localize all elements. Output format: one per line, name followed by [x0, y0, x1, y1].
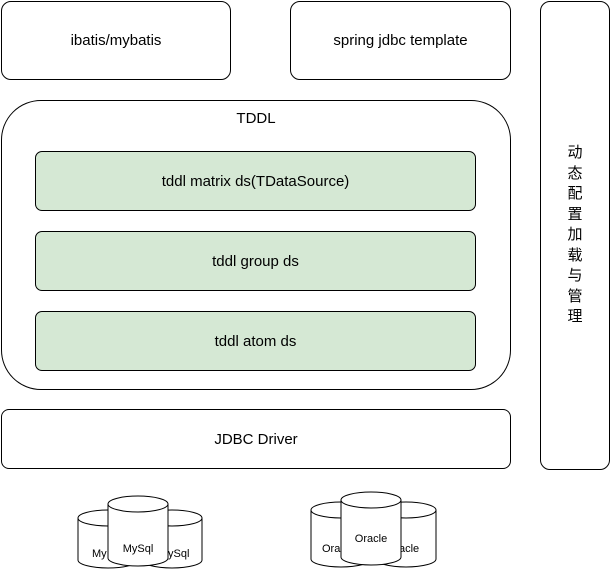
side-panel-char: 配 — [567, 185, 583, 203]
side-panel-char: 理 — [567, 308, 583, 326]
tddl-matrix-ds-box: tddl matrix ds(TDataSource) — [35, 151, 476, 211]
side-panel-char: 加 — [567, 226, 583, 244]
oracle-right-label: acle — [399, 543, 419, 555]
jdbc-driver-label: JDBC Driver — [214, 430, 298, 448]
mysql-right-label: ySql — [168, 548, 189, 560]
side-panel-char: 动 — [567, 144, 583, 162]
oracle-center-label: Oracle — [355, 533, 387, 545]
tddl-matrix-ds-label: tddl matrix ds(TDataSource) — [161, 172, 350, 190]
jdbc-driver-box: JDBC Driver — [1, 409, 511, 469]
tddl-group-ds-label: tddl group ds — [212, 252, 299, 270]
side-panel-char: 与 — [567, 267, 583, 285]
tddl-title: TDDL — [236, 110, 276, 127]
tddl-atom-ds-label: tddl atom ds — [214, 332, 297, 350]
dynamic-config-label: 动态配置加载与管理 — [567, 143, 582, 328]
side-panel-char: 管 — [567, 287, 583, 305]
oracle-left-label: Ora — [322, 543, 341, 555]
tddl-group-ds-box: tddl group ds — [35, 231, 476, 291]
dynamic-config-panel: 动态配置加载与管理 — [540, 1, 610, 470]
side-panel-char: 载 — [567, 246, 583, 264]
spring-jdbc-template-box: spring jdbc template — [290, 1, 511, 80]
side-panel-char: 置 — [567, 205, 583, 223]
mysql-center-label: MySql — [123, 543, 154, 555]
mysql-left-label: My — [92, 548, 107, 560]
tddl-atom-ds-box: tddl atom ds — [35, 311, 476, 371]
mysql-cylinder-center: MySql — [107, 495, 169, 567]
ibatis-mybatis-label: ibatis/mybatis — [70, 32, 162, 49]
ibatis-mybatis-box: ibatis/mybatis — [1, 1, 231, 80]
oracle-cylinder-center: Oracle — [340, 491, 402, 566]
spring-jdbc-template-label: spring jdbc template — [333, 32, 468, 49]
side-panel-char: 态 — [567, 164, 583, 182]
